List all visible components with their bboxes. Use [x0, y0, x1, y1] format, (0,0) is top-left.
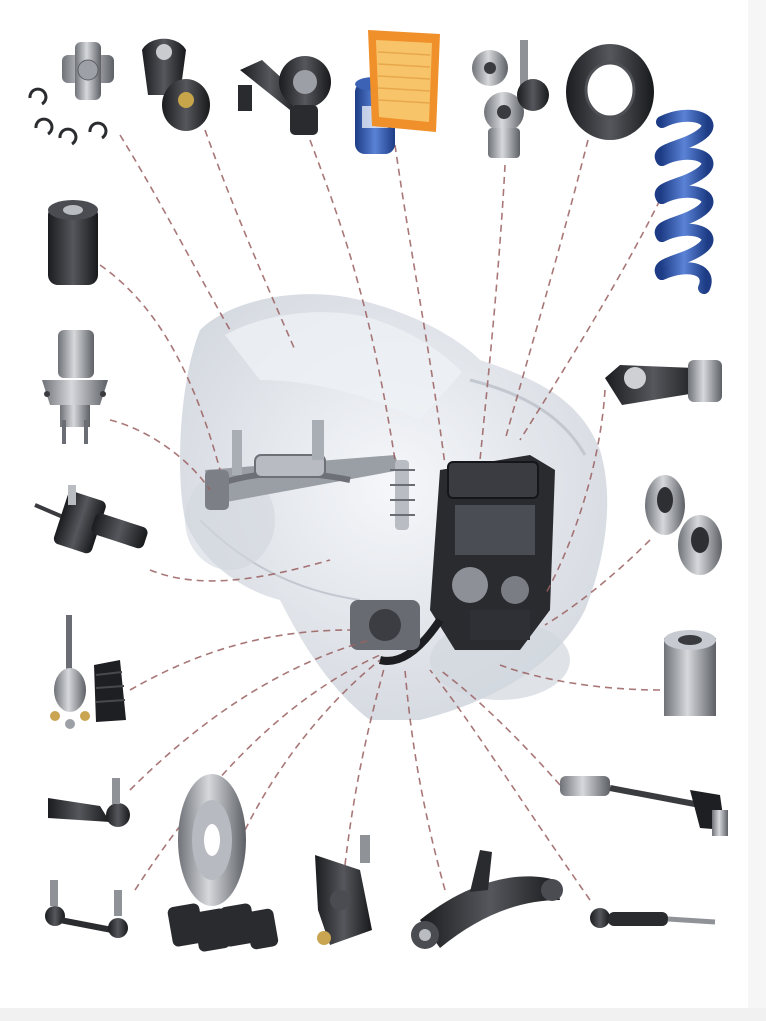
air-filter	[368, 30, 440, 132]
universal-joint-with-circlips	[28, 42, 114, 146]
strut-bearing-ring	[566, 44, 654, 140]
tensioner-pulleys	[472, 40, 549, 158]
coil-spring	[654, 109, 714, 294]
clutch-release-bearing-fork	[238, 56, 331, 135]
engine-block	[350, 455, 555, 665]
wheel-bearing	[664, 630, 716, 716]
cv-joint-kit	[50, 615, 126, 729]
shock-absorber	[34, 485, 148, 554]
inner-tie-rod	[590, 908, 716, 928]
strut-mount	[142, 38, 210, 131]
brake-disc-and-pads	[167, 774, 279, 952]
drive-shaft	[560, 776, 728, 836]
stabilizer-link	[45, 880, 128, 938]
tie-rod-end	[48, 778, 130, 827]
wheel-hub-bearing	[42, 330, 108, 444]
control-arm	[411, 850, 563, 949]
leader-lines	[99, 129, 661, 901]
tapered-roller-bearings	[645, 475, 722, 575]
ball-joint	[315, 835, 372, 945]
engine-torque-mount	[605, 360, 722, 405]
right-margin-strip	[748, 0, 766, 1008]
rear-axle-assembly	[205, 420, 400, 510]
bottom-margin-strip	[0, 1008, 766, 1021]
control-arm-bushing	[48, 200, 98, 285]
